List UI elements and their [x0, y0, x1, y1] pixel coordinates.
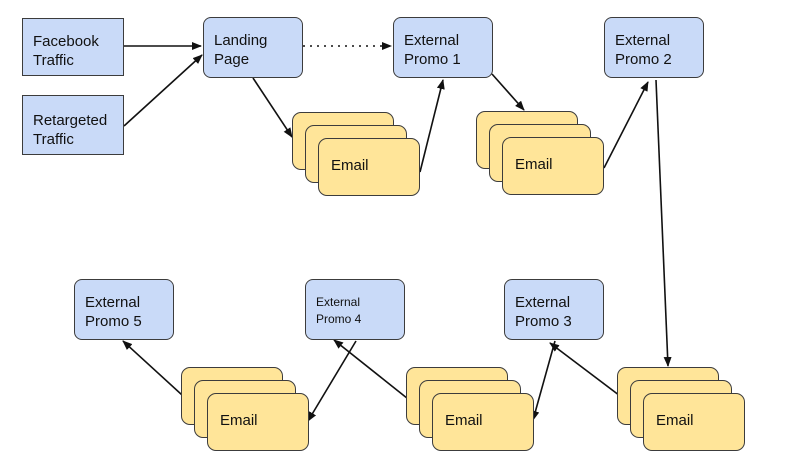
node-retargeted-traffic: Retargeted Traffic	[22, 95, 124, 155]
node-external-promo-1: External Promo 1	[393, 17, 493, 78]
email-label: Email	[331, 157, 369, 174]
arrow-promo2-to-email5	[655, 79, 672, 367]
arrow-email2-to-promo2	[603, 81, 649, 169]
node-facebook-traffic: Facebook Traffic	[22, 18, 124, 76]
arrow-landing-to-email1	[252, 77, 293, 138]
arrow-promo3-to-email4	[531, 340, 556, 421]
arrow-promo4-to-email3	[307, 340, 357, 422]
arrow-retargeted-to-landing	[123, 54, 203, 127]
email-card: Email	[432, 393, 534, 451]
email-card: Email	[207, 393, 309, 451]
email-card: Email	[502, 137, 604, 195]
node-external-promo-5: External Promo 5	[74, 279, 174, 340]
email-label: Email	[515, 156, 553, 173]
email-label: Email	[220, 412, 258, 429]
node-landing-page: Landing Page	[203, 17, 303, 78]
email-card: Email	[318, 138, 420, 196]
node-external-promo-4: External Promo 4	[305, 279, 405, 340]
arrow-email1-to-promo1	[419, 79, 445, 173]
arrow-promo1-to-email2	[491, 73, 525, 111]
email-card: Email	[643, 393, 745, 451]
email-label: Email	[445, 412, 483, 429]
email-label: Email	[656, 412, 694, 429]
node-external-promo-3: External Promo 3	[504, 279, 604, 340]
node-external-promo-2: External Promo 2	[604, 17, 704, 78]
